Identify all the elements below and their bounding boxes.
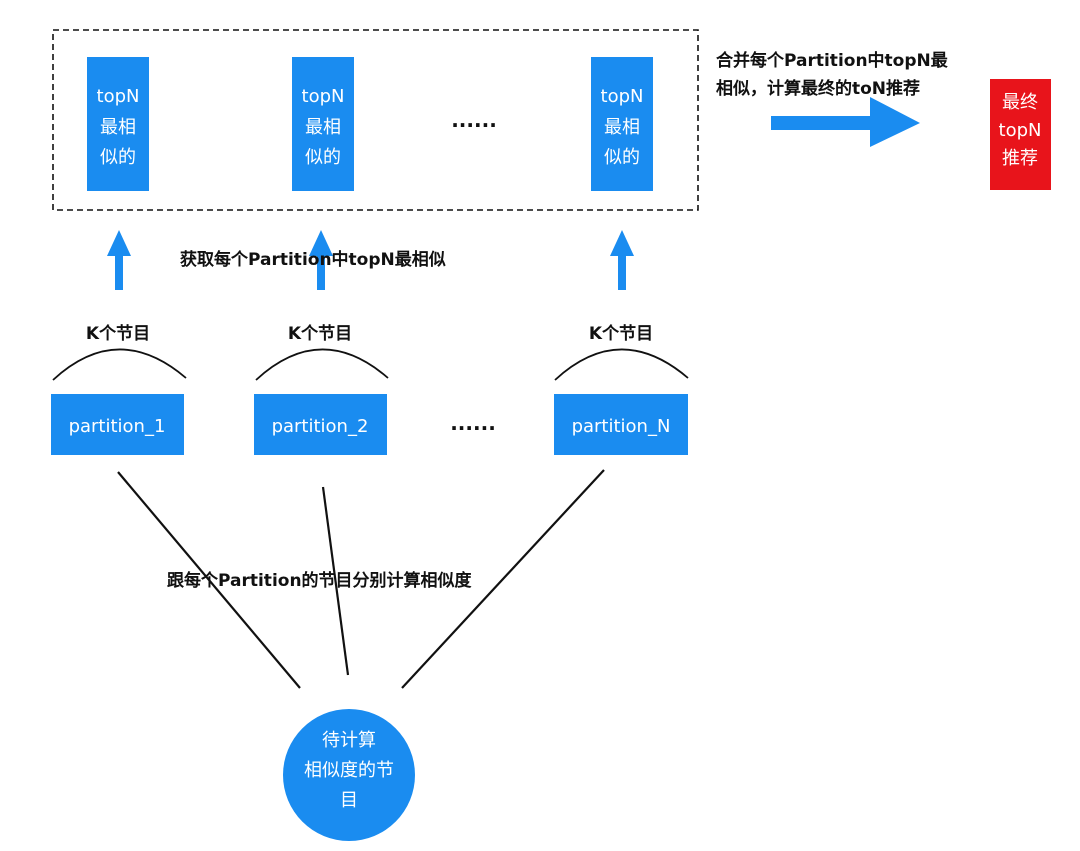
topn-box-1: topN 最相 似的	[87, 57, 149, 191]
k-label-3: K个节目	[589, 323, 653, 344]
k-group-arc-3	[554, 348, 689, 381]
k-group-arc-2	[255, 348, 389, 381]
partition-ellipsis: ......	[450, 411, 496, 435]
topn-box-3-line-2: 最相	[604, 117, 640, 138]
topn-results-container	[52, 29, 699, 211]
target-circle-line-1: 待计算	[322, 730, 376, 751]
merge-label-line-1: 合并每个Partition中topN最	[716, 50, 949, 71]
connector-line-2	[321, 486, 350, 676]
up-arrow-icon	[309, 230, 333, 290]
topn-box-3-line-3: 似的	[604, 147, 640, 168]
topn-box-3-line-1: topN	[601, 86, 644, 107]
merge-arrow-icon	[771, 97, 920, 147]
partition-box-1: partition_1	[51, 394, 184, 455]
k-label-1: K个节目	[86, 323, 150, 344]
topn-box-2: topN 最相 似的	[292, 57, 354, 191]
connector-line-3	[401, 469, 605, 689]
topn-box-1-line-2: 最相	[100, 117, 136, 138]
topn-box-1-line-3: 似的	[100, 147, 136, 168]
topn-box-1-line-1: topN	[97, 86, 140, 107]
similarity-label: 跟每个Partition的节目分别计算相似度	[167, 570, 473, 591]
up-arrow-icon	[610, 230, 634, 290]
k-group-arc-1	[52, 348, 187, 381]
fetch-label: 获取每个Partition中topN最相似	[180, 249, 446, 270]
topn-box-2-line-3: 似的	[305, 147, 341, 168]
topn-box-2-line-1: topN	[302, 86, 345, 107]
target-circle-line-2: 相似度的节	[304, 760, 394, 781]
topn-box-3: topN 最相 似的	[591, 57, 653, 191]
partition-label-2: partition_2	[272, 416, 369, 437]
partition-box-3: partition_N	[554, 394, 688, 455]
final-box-line-3: 推荐	[1002, 148, 1038, 169]
partition-label-1: partition_1	[69, 416, 166, 437]
partition-box-2: partition_2	[254, 394, 387, 455]
target-program-circle: 待计算 相似度的节 目	[283, 709, 415, 841]
merge-label-line-2: 相似，计算最终的toN推荐	[716, 78, 920, 99]
k-label-2: K个节目	[288, 323, 352, 344]
target-circle-line-3: 目	[340, 790, 358, 811]
topn-ellipsis: ......	[451, 108, 497, 132]
partition-label-3: partition_N	[572, 416, 671, 437]
final-box-line-1: 最终	[1002, 92, 1038, 113]
final-recommendation-box: 最终 topN 推荐	[990, 79, 1051, 190]
topn-box-2-line-2: 最相	[305, 117, 341, 138]
final-box-line-2: topN	[999, 120, 1042, 141]
up-arrow-icon	[107, 230, 131, 290]
connector-line-1	[117, 471, 301, 689]
